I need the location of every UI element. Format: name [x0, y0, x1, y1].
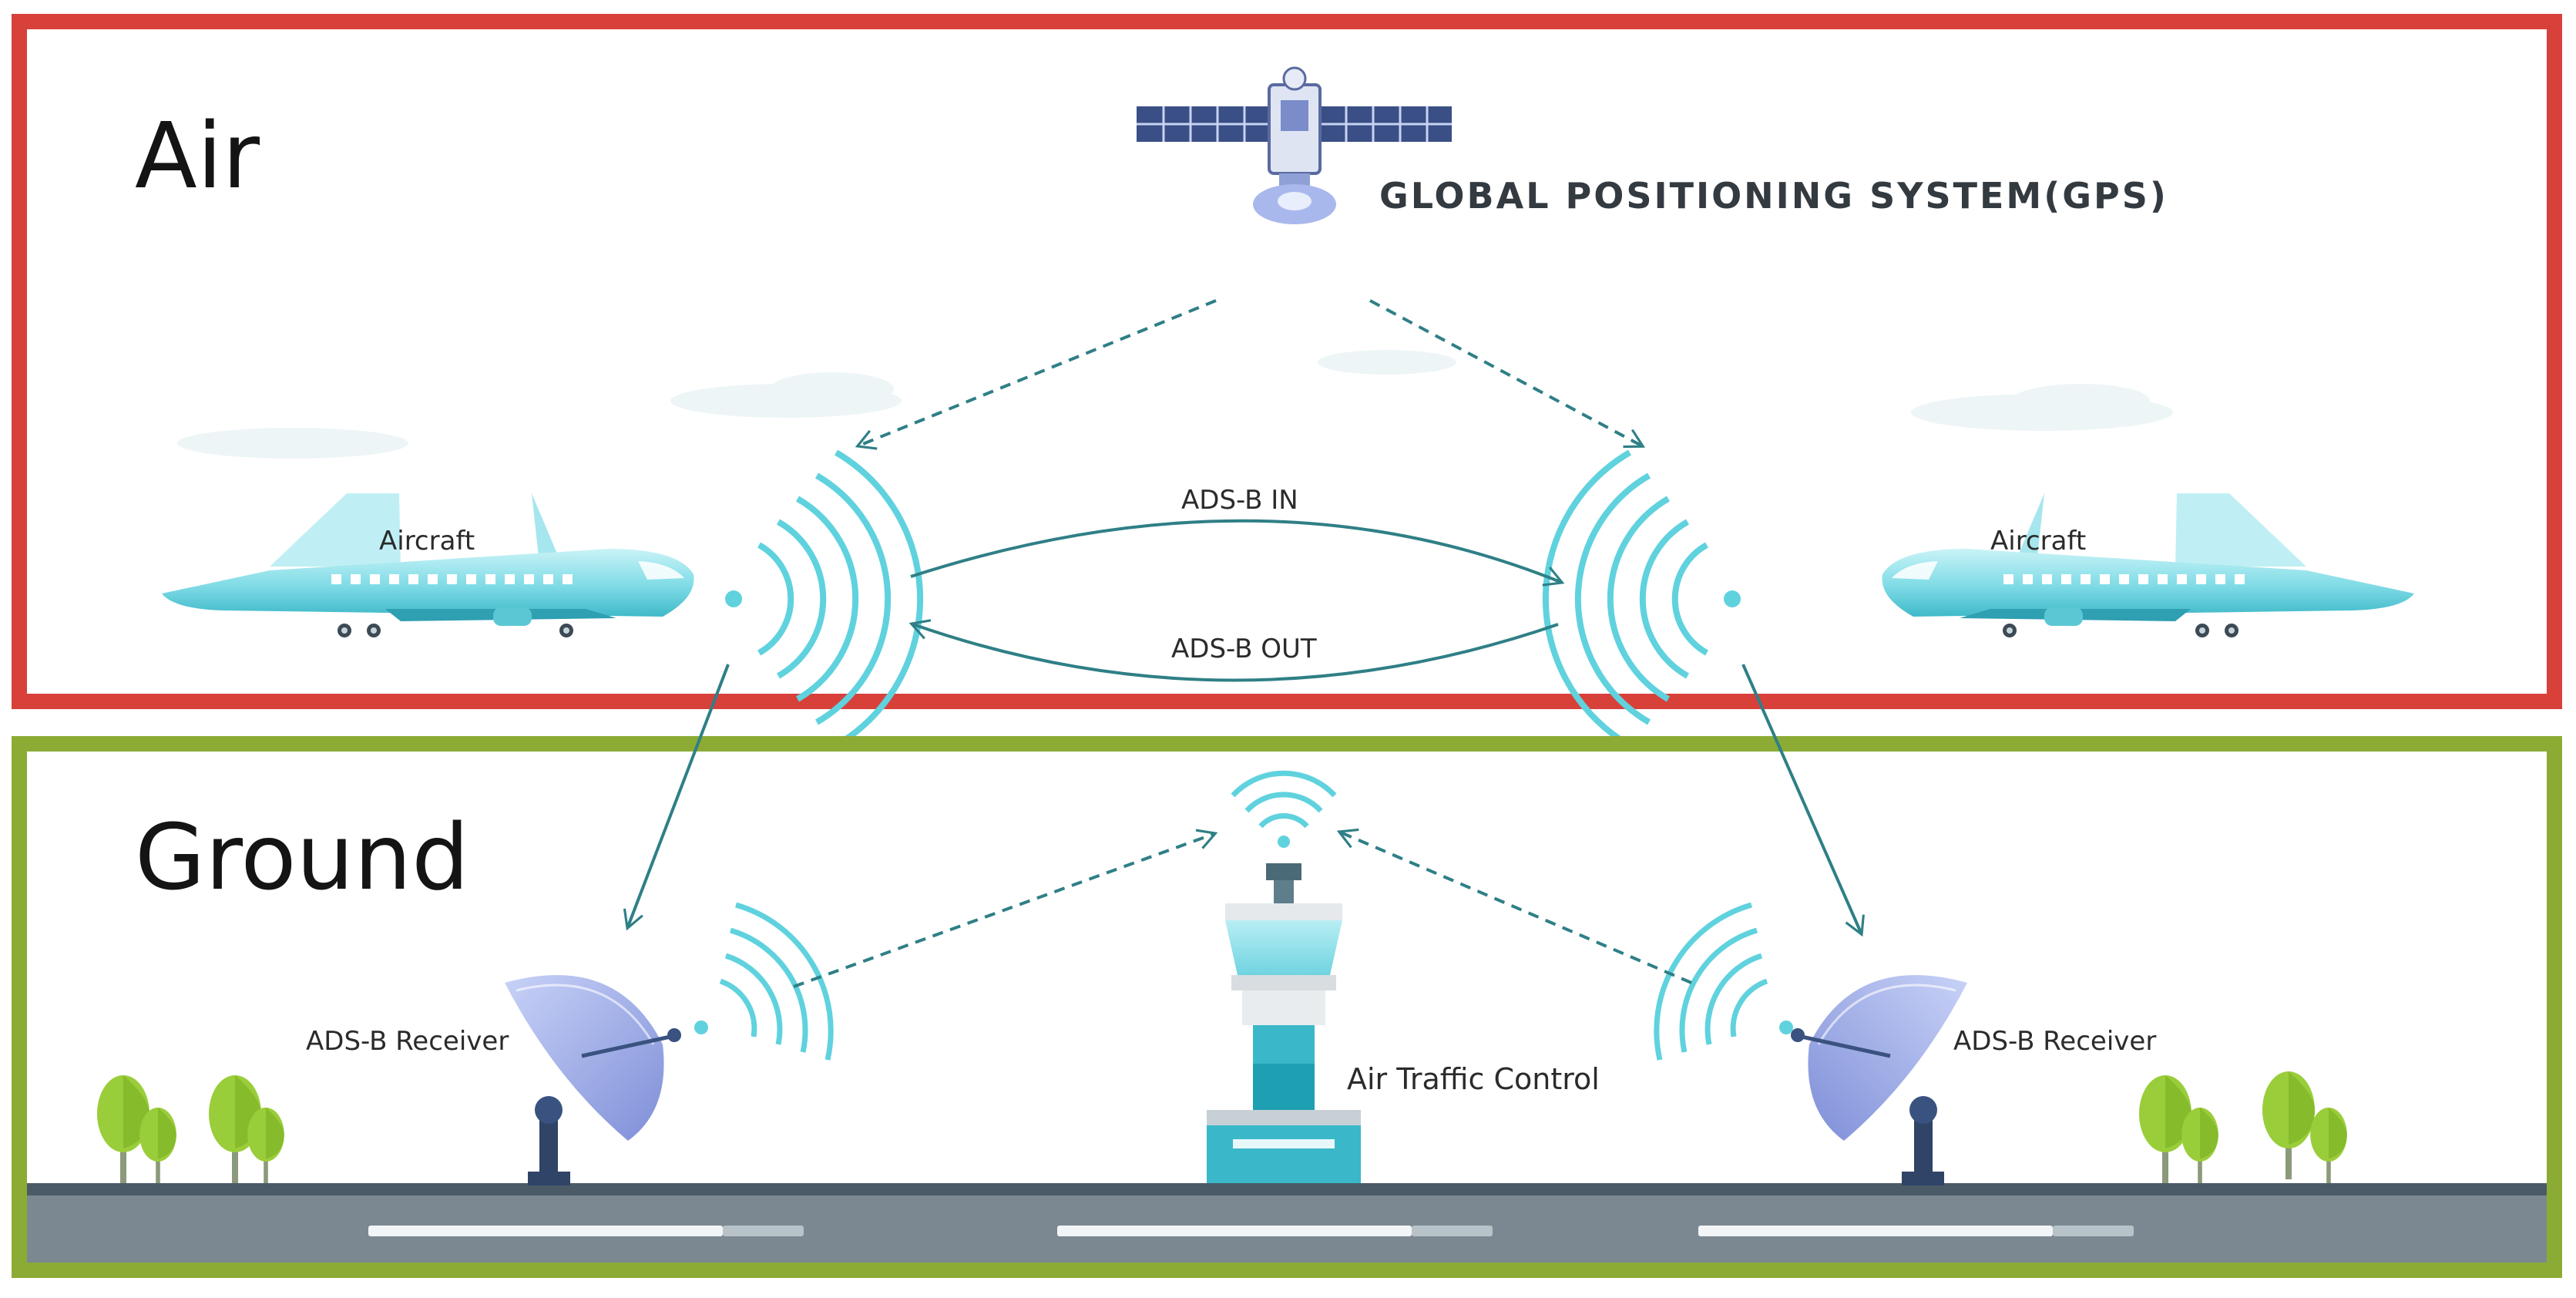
gps-to-left-aircraft-arrow — [855, 299, 1217, 450]
adsb-in-arrow — [910, 519, 1565, 587]
right-receiver-label: ADS-B Receiver — [1953, 1026, 2156, 1057]
air-section-title: Air — [135, 103, 260, 209]
air-section: Air — [12, 14, 2562, 748]
right-aircraft-to-receiver-arrow — [1741, 664, 1865, 937]
satellite-icon — [1137, 66, 1452, 224]
left-aircraft-label: Aircraft — [379, 526, 475, 557]
right-aircraft: Aircraft — [1542, 449, 2414, 748]
gps-label: GLOBAL POSITIONING SYSTEM(GPS) — [1379, 175, 2168, 217]
right-aircraft-label: Aircraft — [1990, 526, 2086, 557]
left-aircraft-radio-wave-icon — [725, 449, 924, 748]
airplane-icon — [1882, 493, 2414, 637]
atc-label: Air Traffic Control — [1347, 1062, 1600, 1096]
right-aircraft-radio-wave-icon — [1542, 449, 1741, 748]
control-tower-icon — [1207, 770, 1361, 1183]
atc-radio-wave-icon — [1231, 770, 1337, 848]
left-aircraft: Aircraft — [162, 449, 924, 748]
right-receiver-radio-wave-icon — [1654, 902, 1793, 1061]
adsb-in-label: ADS-B IN — [1181, 485, 1298, 516]
right-adsb-receiver: ADS-B Receiver — [1654, 902, 2156, 1185]
cloud-decoration — [177, 350, 2173, 459]
satellite-dish-icon — [505, 975, 681, 1185]
ground-section-title: Ground — [135, 804, 469, 910]
left-aircraft-to-receiver-arrow — [623, 664, 730, 931]
left-receiver-label: ADS-B Receiver — [306, 1026, 509, 1057]
left-receiver-radio-wave-icon — [694, 902, 834, 1061]
satellite-dish-icon — [1791, 975, 1967, 1185]
adsb-out-label: ADS-B OUT — [1171, 634, 1317, 664]
adsb-out-arrow — [908, 619, 1559, 682]
left-adsb-receiver: ADS-B Receiver — [306, 902, 834, 1185]
runway — [27, 1183, 2547, 1263]
right-receiver-to-atc-arrow — [1336, 828, 1692, 984]
airplane-icon — [162, 493, 694, 637]
left-receiver-to-atc-arrow — [793, 829, 1218, 988]
gps-to-right-aircraft-arrow — [1369, 299, 1646, 449]
ground-section: Ground — [12, 664, 2562, 1278]
